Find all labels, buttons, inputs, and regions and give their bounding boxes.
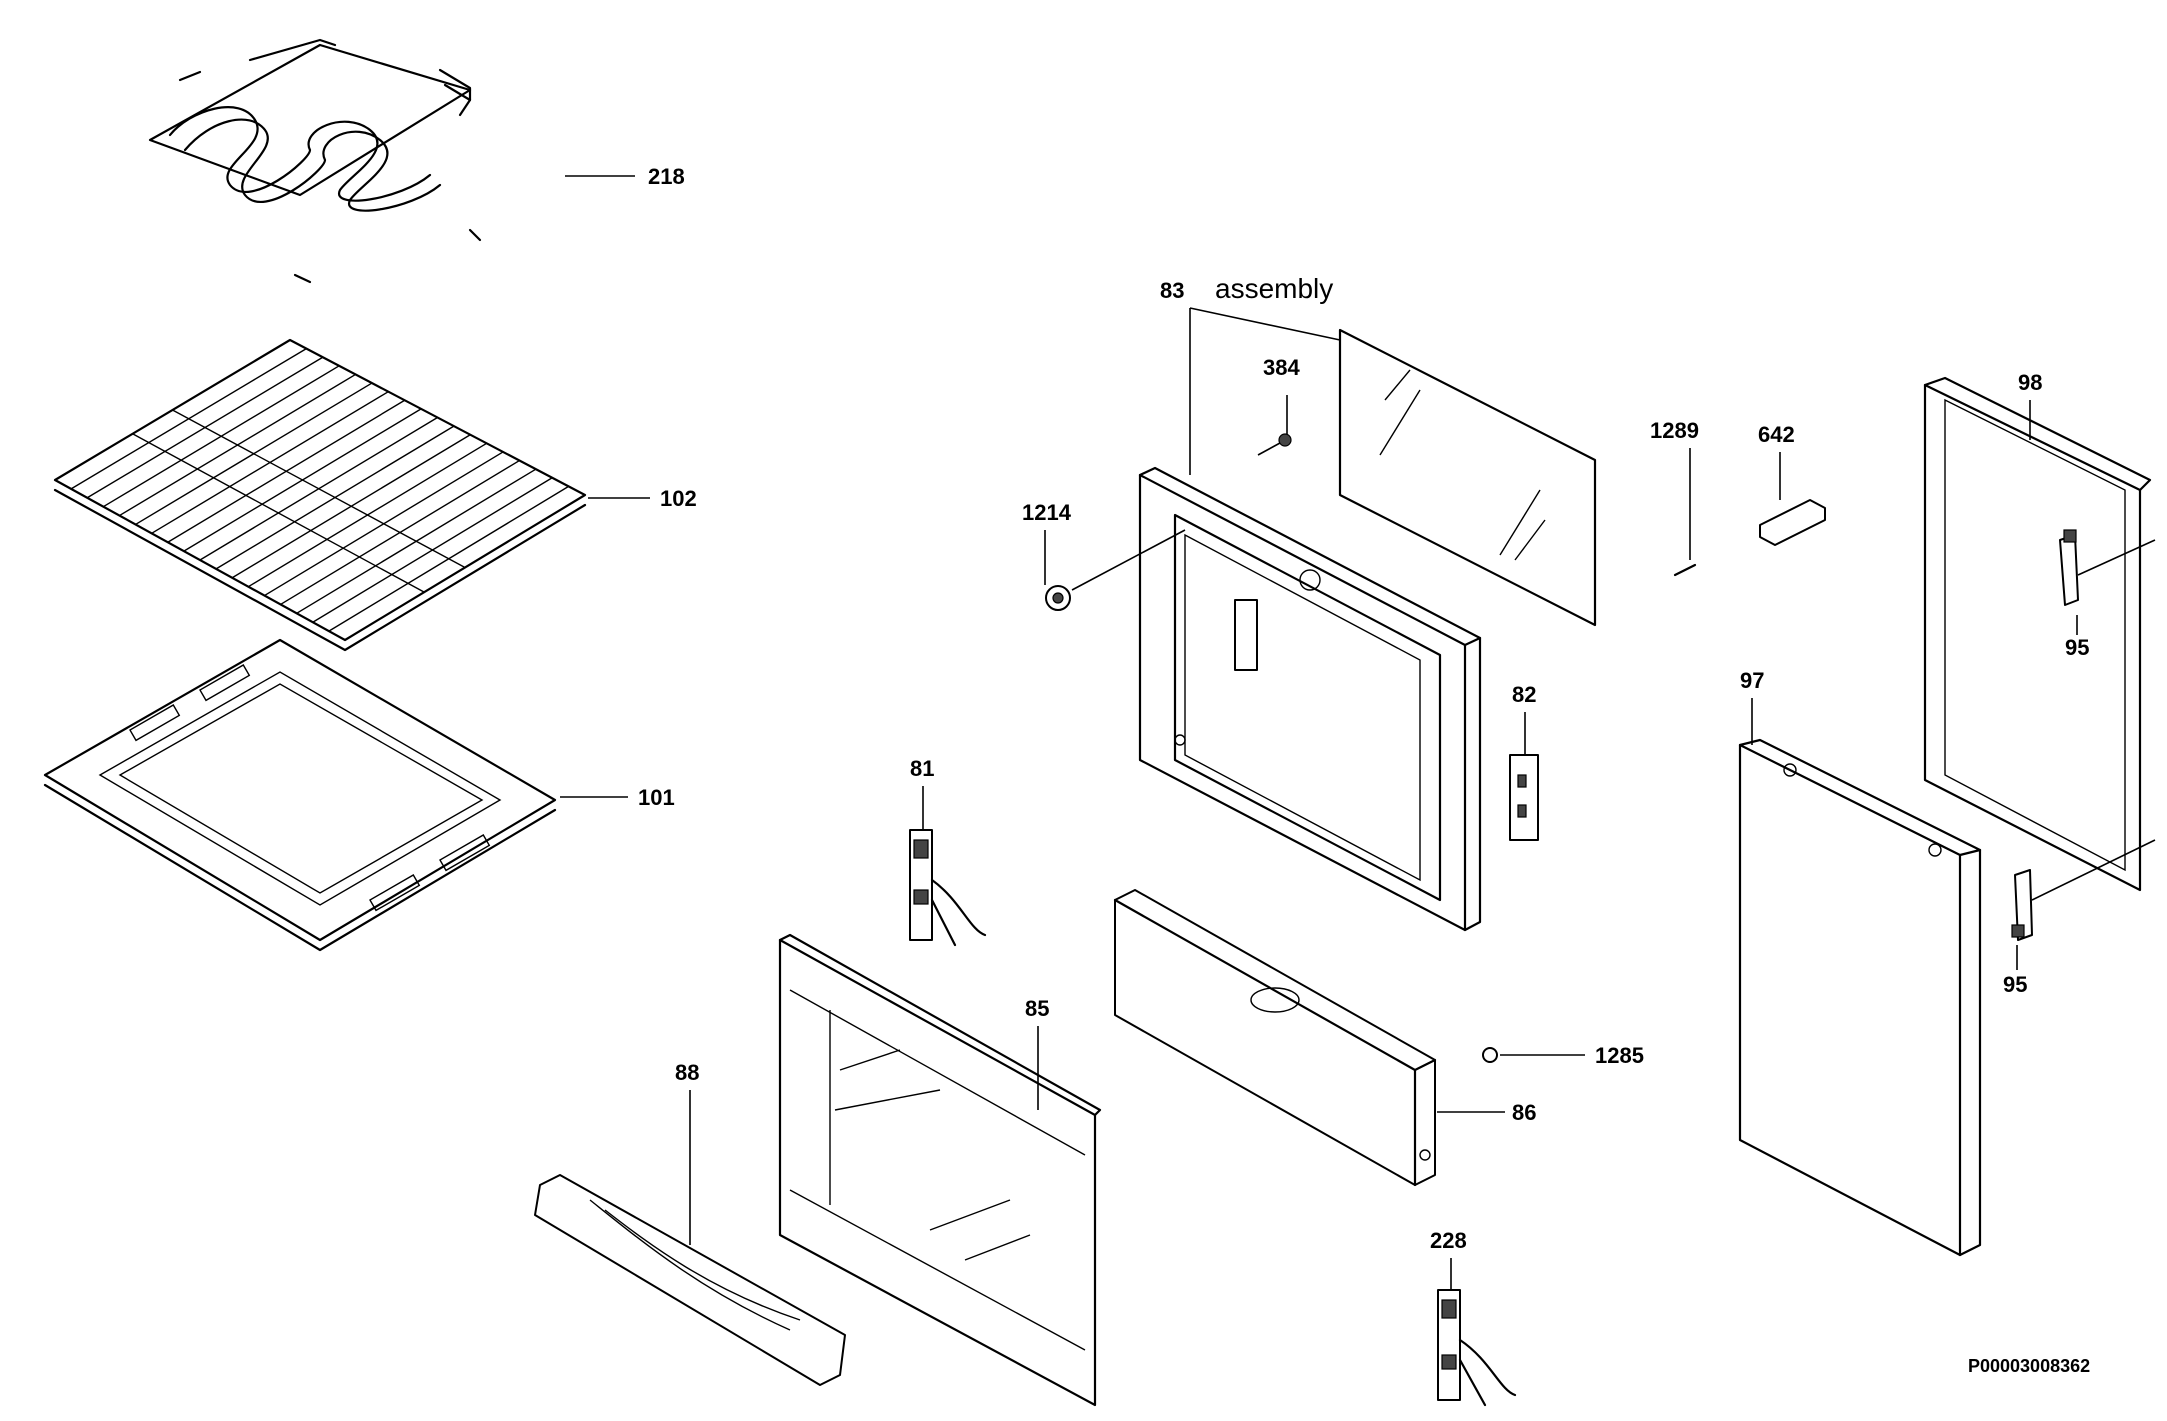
pin-1289 [1673,563,1697,577]
screw-384 [1278,433,1292,447]
door-handle [534,1174,846,1386]
reference-number: P00003008362 [1968,1356,2090,1376]
label-82: 82 [1512,682,1536,707]
label-642: 642 [1758,422,1795,447]
rack-cross-bar [132,433,425,593]
inner-door-frame [1138,466,1482,932]
label-assembly: assembly [1215,273,1333,304]
label-83: 83 [1160,278,1184,303]
leader-83-right [1189,307,1341,341]
label-98: 98 [2018,370,2042,395]
door-bottom-trim [1113,889,1437,1187]
oven-wire-rack [53,338,587,652]
outer-door-panel [778,933,1102,1407]
label-86: 86 [1512,1100,1536,1125]
label-1289: 1289 [1650,418,1699,443]
rack-cross-bar [172,409,466,569]
label-85: 85 [1025,996,1049,1021]
label-1285: 1285 [1595,1043,1644,1068]
label-384: 384 [1263,355,1300,380]
door-glass-panel [1338,328,1597,627]
label-95-bottom: 95 [2003,972,2027,997]
hinge-receiver-82 [1509,754,1539,841]
label-1214: 1214 [1022,500,1072,525]
hinge-bracket-95-top [2059,529,2156,606]
clip-642 [1759,499,1826,546]
hinge-81 [909,829,987,947]
label-228: 228 [1430,1228,1467,1253]
side-panel-frame [1923,376,2152,892]
bumper-1285 [1482,1047,1498,1063]
label-81: 81 [910,756,934,781]
grill-heating-element [148,38,482,284]
label-97: 97 [1740,668,1764,693]
label-102: 102 [660,486,697,511]
label-218: 218 [648,164,685,189]
side-panel [1738,738,1982,1257]
label-101: 101 [638,785,675,810]
hinge-228 [1437,1289,1517,1407]
label-95-top: 95 [2065,635,2089,660]
baking-tray [43,638,557,952]
label-88: 88 [675,1060,699,1085]
hinge-bracket-95-bottom [2011,839,2156,941]
